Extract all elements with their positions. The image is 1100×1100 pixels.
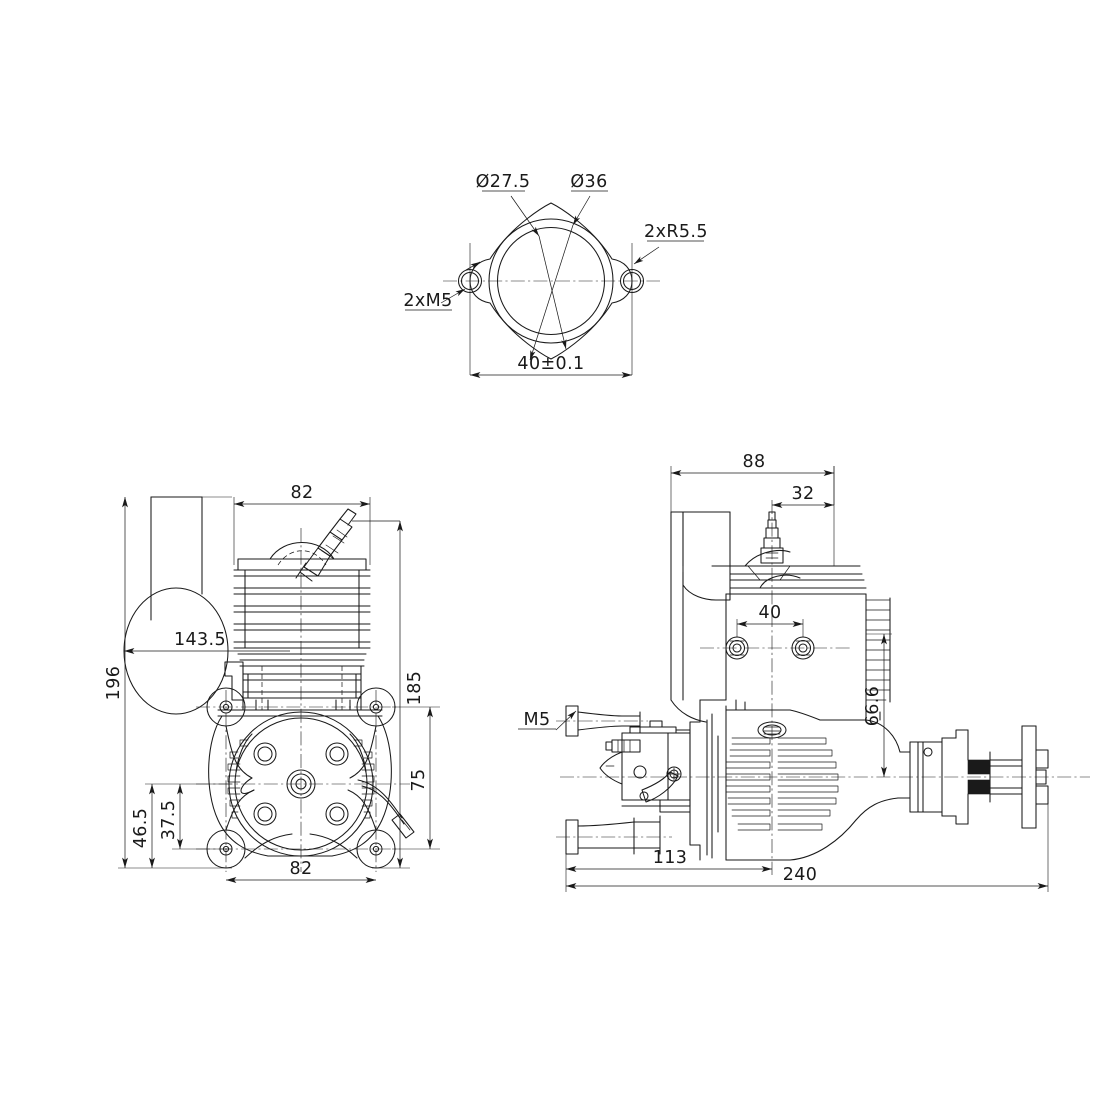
label-phi36: Ø36	[570, 172, 607, 192]
label-66-6: 66.6	[863, 686, 883, 727]
leader-m5	[555, 710, 577, 731]
label-75: 75	[409, 768, 429, 791]
intake-stub-upper	[556, 705, 648, 737]
backplate-screw-4	[253, 802, 277, 826]
view-front-engine: 196 143.5 82 82 185 75 46.5 37.5	[104, 483, 440, 883]
view-side-engine: M5 88 32 40 66.6 113 240	[518, 452, 1090, 892]
leader-r5-5	[633, 246, 660, 265]
cylinder-head-fins	[224, 541, 371, 711]
label-40: 40	[758, 603, 781, 623]
leader-m5-x2-b	[465, 261, 481, 271]
label-46-5: 46.5	[131, 808, 151, 849]
label-m5-x2: 2xM5	[403, 291, 452, 311]
leader-m5-x2	[440, 288, 466, 304]
muffler-assembly	[123, 496, 229, 715]
label-88: 88	[742, 452, 765, 472]
label-40-tol: 40±0.1	[517, 354, 584, 374]
label-r5-5: 2xR5.5	[644, 222, 708, 242]
leader-phi27-5-diagonal	[529, 224, 574, 361]
label-phi27-5: Ø27.5	[476, 172, 531, 192]
label-113: 113	[653, 848, 688, 868]
carburettor-assembly	[599, 720, 691, 813]
exhaust-stub-lower	[556, 815, 672, 855]
label-240: 240	[783, 865, 818, 885]
backplate-screw-3	[325, 802, 349, 826]
label-143-5: 143.5	[174, 630, 226, 650]
spark-plug-front	[295, 508, 357, 582]
label-37-5: 37.5	[159, 800, 179, 841]
leader-phi27-5	[510, 195, 540, 237]
cylinder-head-side	[682, 511, 867, 721]
label-82-bottom: 82	[289, 859, 312, 879]
prop-shaft-assembly	[909, 725, 1049, 829]
label-196: 196	[104, 666, 124, 701]
label-32: 32	[791, 484, 814, 504]
crankcase-fins-side	[717, 735, 839, 833]
crankcase-fins-left	[227, 733, 253, 819]
leader-phi36-diagonal	[538, 235, 567, 350]
backplate-screw-2	[253, 742, 277, 766]
backplate-screw-1	[325, 742, 349, 766]
view-mounting-flange: Ø27.5 Ø36 2xR5.5 2xM5 40±0.1	[403, 172, 708, 378]
label-82-top: 82	[290, 483, 313, 503]
label-m5: M5	[523, 710, 550, 730]
muffler-side	[670, 511, 731, 723]
label-185: 185	[405, 671, 425, 706]
leader-phi36	[572, 195, 591, 226]
